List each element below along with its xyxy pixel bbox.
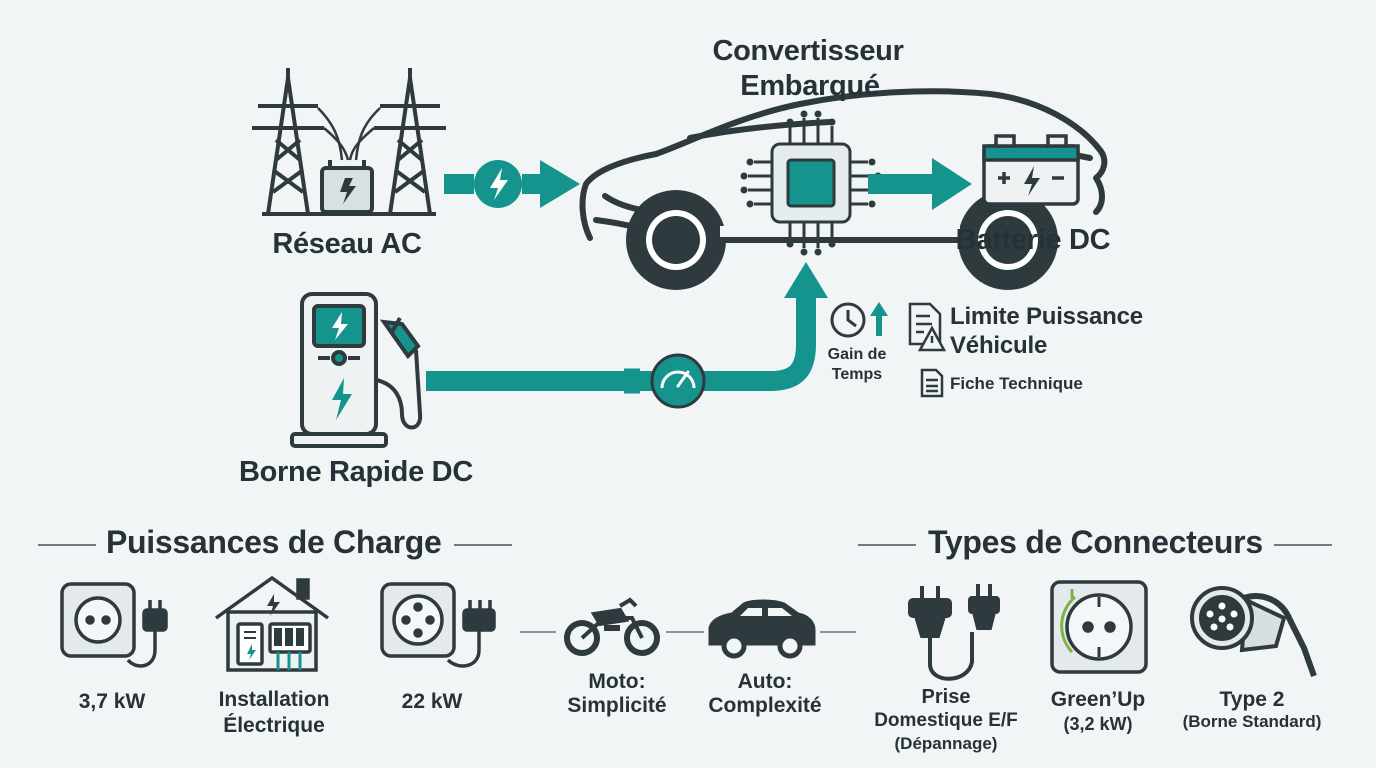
converter-label-line1: Convertisseur <box>712 35 904 67</box>
power-section-title: Puissances de Charge <box>106 524 442 560</box>
connector-label: Domestique E/F <box>874 710 1018 731</box>
time-gain-label-line1: Gain de <box>827 346 887 363</box>
time-gain-label-line2: Temps <box>831 366 883 383</box>
clock-icon <box>830 302 866 338</box>
battery-label: Batterie DC <box>955 224 1111 256</box>
connector-label: Type 2 <box>1219 688 1285 711</box>
car-wheel-icon <box>958 190 1058 290</box>
moto-label-line2: Simplicité <box>567 694 667 717</box>
electrical-installation-house-icon <box>214 575 330 672</box>
car-wheel-icon <box>626 190 726 290</box>
ac-grid-label: Réseau AC <box>272 228 422 260</box>
domestic-socket-icon <box>60 582 168 668</box>
greenup-socket-icon <box>1050 580 1148 674</box>
power-limit-label-line1: Limite Puissance <box>950 303 1143 330</box>
speedometer-icon <box>650 353 706 409</box>
heading-rule <box>454 544 512 546</box>
heading-rule <box>1274 544 1332 546</box>
connector-label: Green’Up <box>1050 688 1146 711</box>
connector-label: (Dépannage) <box>894 734 998 753</box>
dc-station-label: Borne Rapide DC <box>239 456 473 488</box>
battery-icon <box>982 134 1080 206</box>
power-item-label: 3,7 kW <box>78 690 146 713</box>
heading-rule <box>38 544 96 546</box>
power-item-label: Installation <box>218 688 330 711</box>
type2-connector-icon <box>1190 586 1317 678</box>
ac-flow-arrow <box>444 160 580 208</box>
up-arrow-icon <box>870 302 888 336</box>
domestic-plug-icon <box>908 584 1000 681</box>
datasheet-icon <box>920 368 944 398</box>
connector-label: (Borne Standard) <box>1182 712 1322 731</box>
dc-fast-charger-icon <box>290 292 423 448</box>
dc-charging-path <box>426 262 828 394</box>
motorcycle-icon <box>564 597 660 656</box>
connector-label: Prise <box>921 686 971 708</box>
connector-label: (3,2 kW) <box>1063 714 1133 734</box>
three-phase-socket-icon <box>380 582 496 668</box>
power-item-label: Électrique <box>223 714 325 737</box>
connector-section-title: Types de Connecteurs <box>928 524 1263 560</box>
onboard-converter-chip-icon <box>740 110 882 256</box>
dc-flow-arrow <box>868 158 972 210</box>
moto-label-line1: Moto: <box>588 670 646 693</box>
heading-rule <box>858 544 916 546</box>
car-icon <box>708 599 816 659</box>
datasheet-label: Fiche Technique <box>950 374 1083 393</box>
auto-label-line1: Auto: <box>737 670 793 693</box>
power-item-label: 22 kW <box>401 690 463 713</box>
power-pylon-icon <box>252 68 446 216</box>
converter-label-line2: Embarqué <box>740 70 880 102</box>
power-limit-label-line2: Véhicule <box>950 332 1048 359</box>
warning-document-icon <box>908 302 947 352</box>
auto-label-line2: Complexité <box>708 694 822 717</box>
